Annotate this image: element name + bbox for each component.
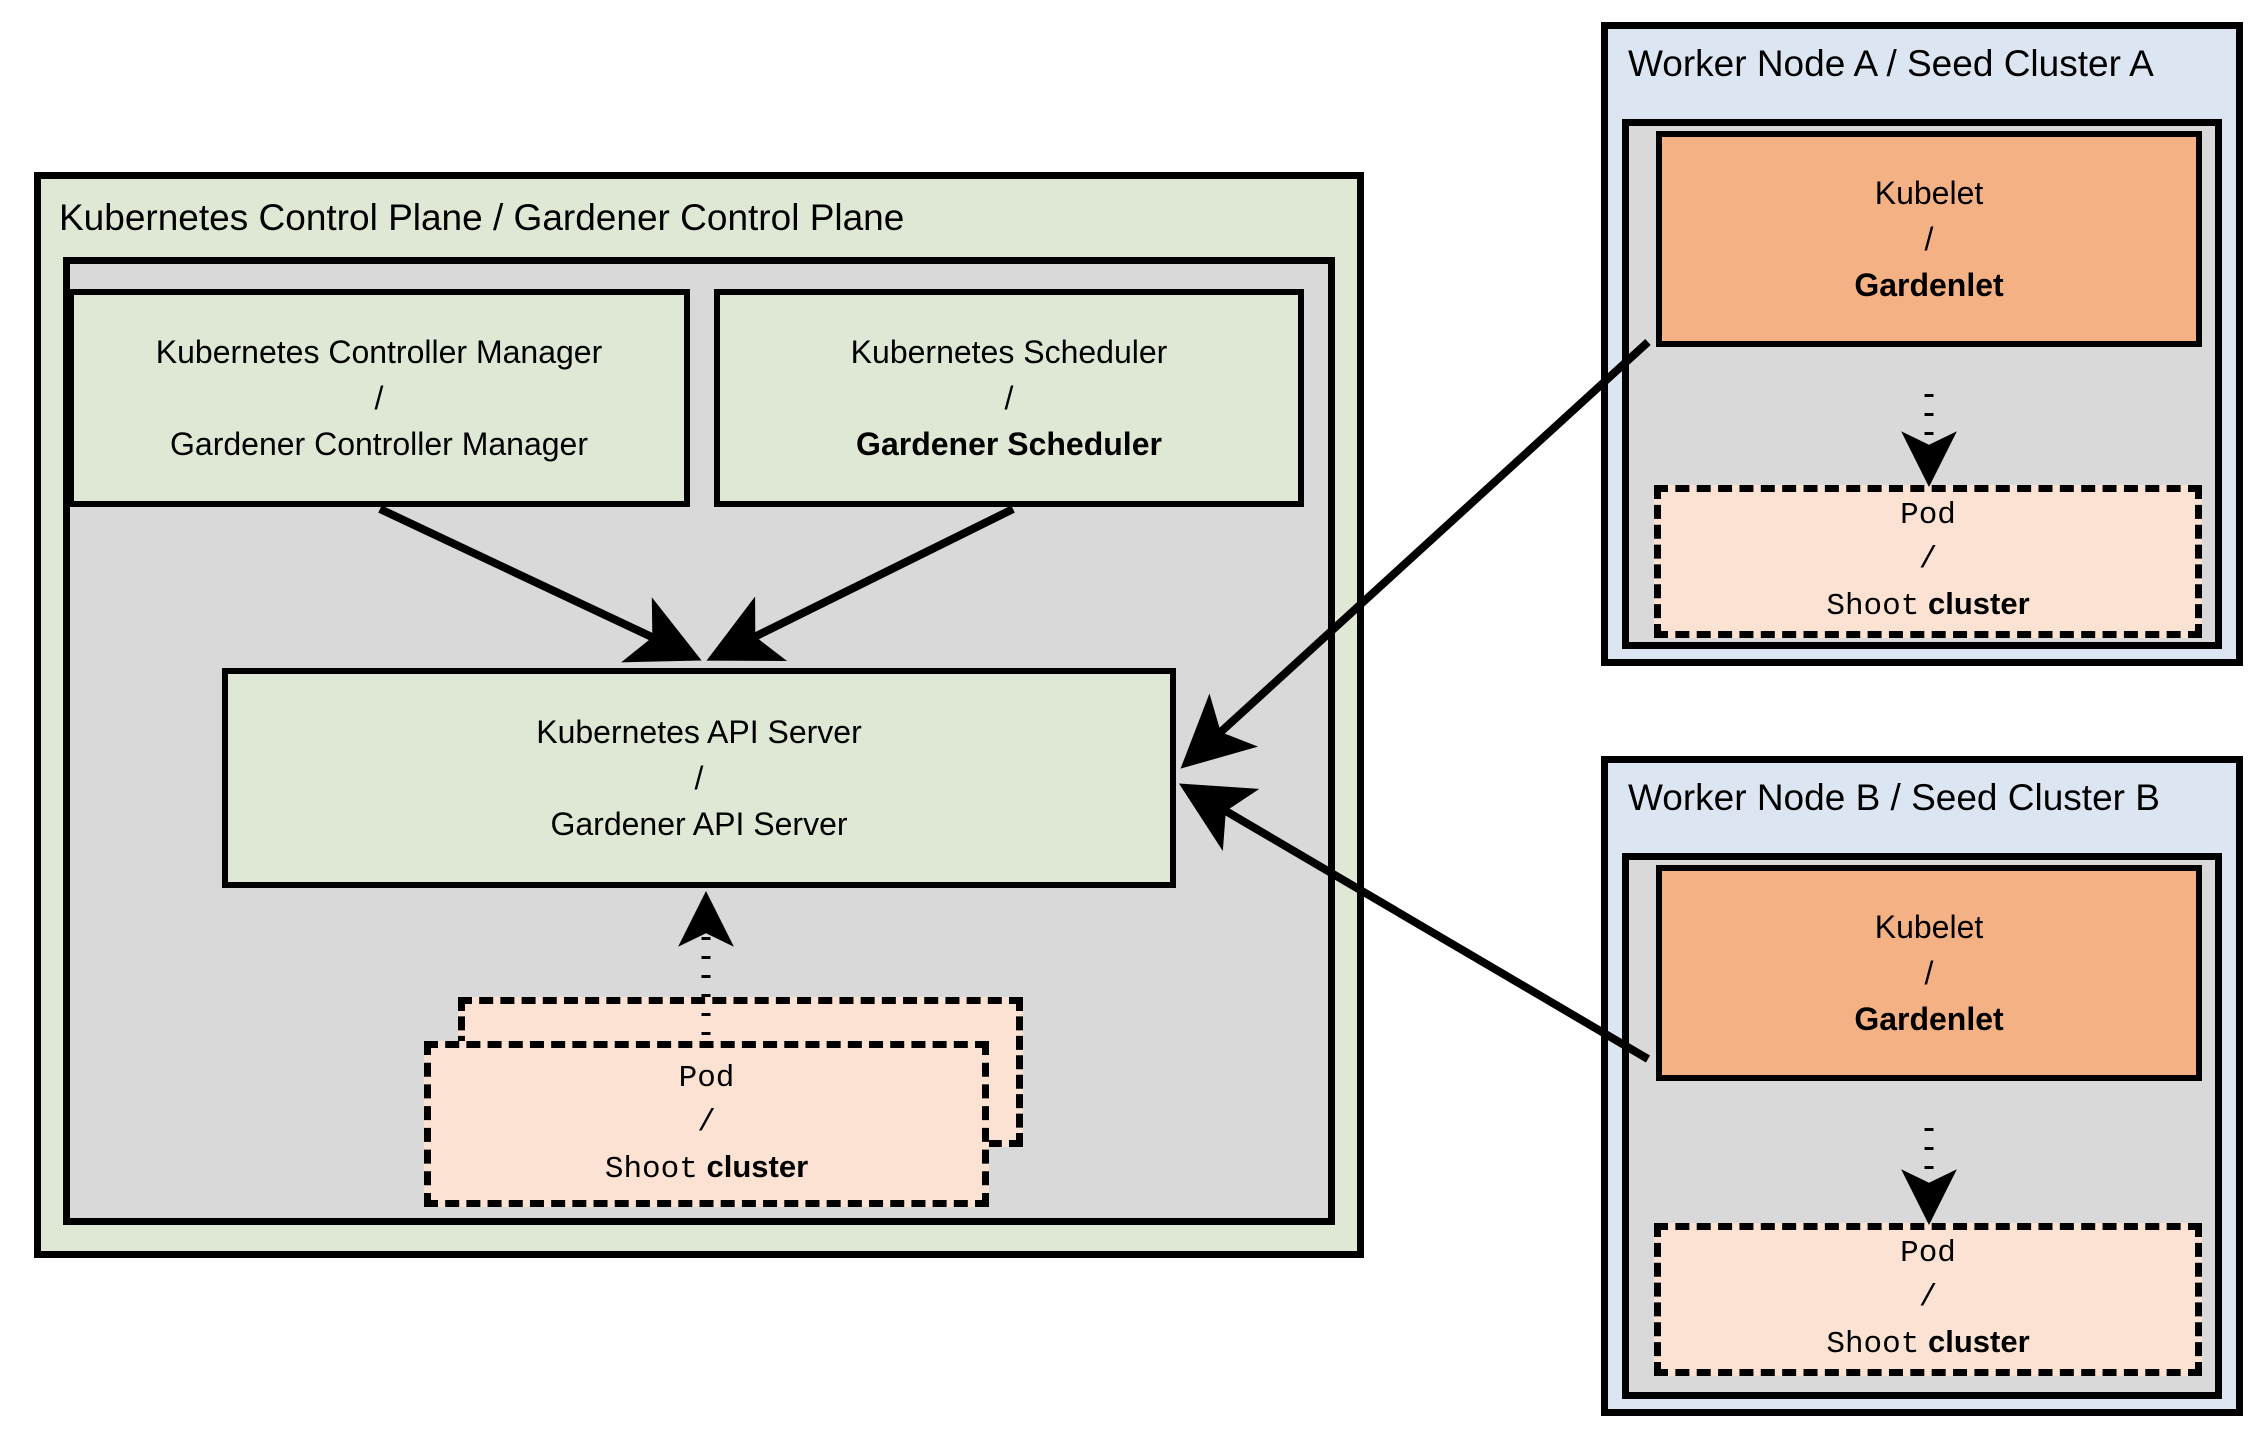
api-server-line-2: Gardener API Server [550,806,848,842]
worker-node-a-pod-shoot-word: Shoot [1826,589,1920,624]
control-plane-pod-cluster-word: cluster [706,1148,809,1184]
controller-manager-line-2: Gardener Controller Manager [170,426,588,462]
worker-node-a-title: Worker Node A / Seed Cluster A [1628,43,2154,84]
worker-node-a-pod-separator: / [1918,542,1938,577]
worker-node-a-pod-line-2: Shoot cluster [1826,582,2029,629]
api-server-line-1: Kubernetes API Server [536,714,862,750]
scheduler-line-1: Kubernetes Scheduler [850,334,1168,370]
api-server-separator: / [694,760,704,796]
worker-node-b-pod-line-1: Pod [1900,1236,1956,1271]
scheduler-separator: / [1004,380,1014,416]
scheduler-box[interactable]: Kubernetes Scheduler / Gardener Schedule… [714,289,1304,507]
gardenlet-b-box[interactable]: Kubelet / Gardenlet [1656,865,2202,1081]
worker-node-b-pod-line-2: Shoot cluster [1826,1320,2029,1367]
worker-node-a-pod-box[interactable]: Pod / Shoot cluster [1654,485,2202,638]
control-plane-pod-shoot-word: Shoot [604,1151,698,1187]
control-plane-title: Kubernetes Control Plane / Gardener Cont… [59,197,905,238]
gardenlet-b-separator: / [1924,955,1934,991]
controller-manager-separator: / [374,380,384,416]
api-server-box[interactable]: Kubernetes API Server / Gardener API Ser… [222,668,1176,888]
control-plane-pod-separator: / [697,1104,716,1140]
gardenlet-b-line-2: Gardenlet [1854,1001,2004,1037]
gardenlet-a-box[interactable]: Kubelet / Gardenlet [1656,131,2202,347]
control-plane-pod-box[interactable]: Pod / Shoot cluster [424,1041,989,1207]
gardenlet-b-line-1: Kubelet [1874,909,1984,945]
controller-manager-box[interactable]: Kubernetes Controller Manager / Gardener… [68,289,690,507]
worker-node-b-pod-cluster-word: cluster [1927,1324,2030,1359]
gardenlet-a-line-2: Gardenlet [1854,267,2004,303]
worker-node-b-pod-shoot-word: Shoot [1826,1327,1920,1362]
worker-node-a-pod-line-1: Pod [1900,498,1956,533]
worker-node-b-pod-box[interactable]: Pod / Shoot cluster [1654,1223,2202,1376]
worker-node-b-pod-separator: / [1918,1280,1938,1315]
controller-manager-line-1: Kubernetes Controller Manager [155,334,603,370]
gardenlet-a-line-1: Kubelet [1874,175,1984,211]
scheduler-line-2: Gardener Scheduler [856,426,1162,462]
control-plane-pod-line-1: Pod [678,1060,735,1096]
worker-node-a-pod-cluster-word: cluster [1927,586,2030,621]
control-plane-pod-line-2: Shoot cluster [605,1145,808,1192]
gardenlet-a-separator: / [1924,221,1934,257]
worker-node-b-title: Worker Node B / Seed Cluster B [1628,777,2160,818]
